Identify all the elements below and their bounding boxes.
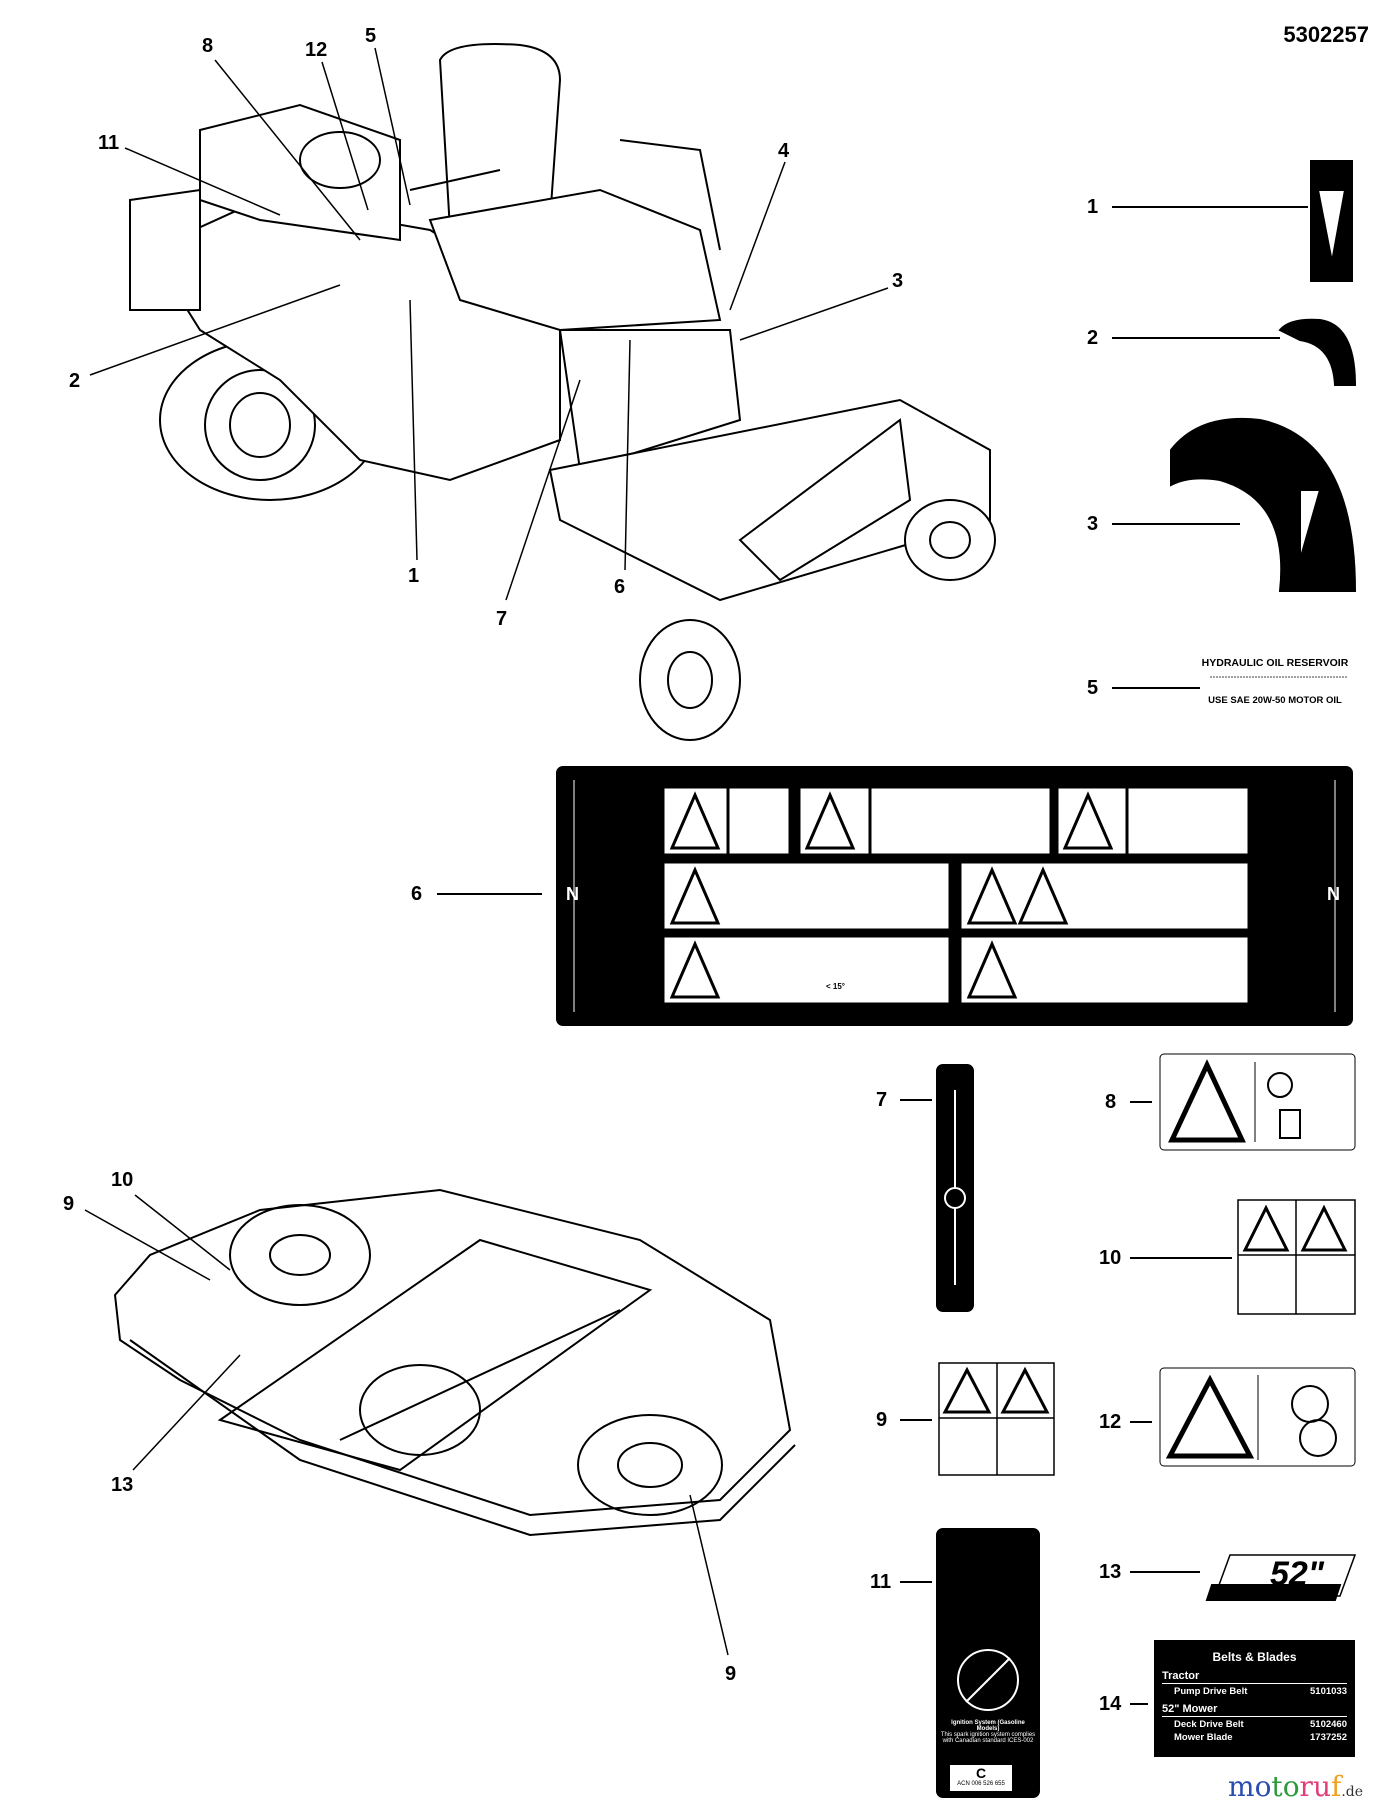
decal-12-belt-warning bbox=[1159, 1367, 1356, 1467]
callout-9-deck: 9 bbox=[725, 1663, 737, 1685]
callout-8: 8 bbox=[202, 35, 214, 57]
callout-9: 9 bbox=[63, 1193, 75, 1215]
decal-2-ignition bbox=[1278, 318, 1357, 386]
watermark-letter: o bbox=[1282, 1770, 1300, 1803]
callout-3: 3 bbox=[892, 270, 904, 292]
zero-turn-mower-drawing bbox=[129, 43, 996, 741]
watermark-tld: .de bbox=[1341, 1784, 1364, 1800]
decal-callout-7: 7 bbox=[876, 1089, 888, 1111]
watermark-name: motoruf bbox=[1228, 1770, 1341, 1803]
decal-14-row: Deck Drive Belt 5102460 bbox=[1174, 1719, 1347, 1730]
decal-14-row: Mower Blade 1737252 bbox=[1174, 1732, 1347, 1743]
decal-callout-11: 11 bbox=[870, 1571, 892, 1593]
decal-13-text: 52" bbox=[1270, 1555, 1324, 1593]
decal-9-deck-warning bbox=[938, 1362, 1055, 1476]
decal-11-acn-text: ACN 006 526 655 bbox=[957, 1781, 1005, 1787]
decal-1-throttle bbox=[1310, 160, 1353, 282]
watermark-letter: m bbox=[1228, 1770, 1255, 1803]
decal-callout-5: 5 bbox=[1087, 677, 1099, 699]
callout-10: 10 bbox=[111, 1169, 134, 1191]
decal-14-section: 52" Mower bbox=[1162, 1703, 1347, 1717]
callout-2: 2 bbox=[69, 370, 81, 392]
decal-callout-2: 2 bbox=[1087, 327, 1099, 349]
decal-14-belts-blades: Belts & Blades Tractor Pump Drive Belt 51… bbox=[1154, 1640, 1355, 1757]
decal-5-text: USE SAE 20W-50 MOTOR OIL bbox=[1208, 695, 1342, 706]
watermark-letter: r bbox=[1299, 1770, 1313, 1803]
decal-callout-8: 8 bbox=[1105, 1091, 1117, 1113]
callout-11: 11 bbox=[98, 132, 120, 154]
decal-7-park bbox=[936, 1064, 974, 1312]
decal-11-body: This spark ignition system complies with… bbox=[940, 1732, 1036, 1744]
decal-callout-13: 13 bbox=[1099, 1561, 1122, 1583]
callout-1: 1 bbox=[408, 565, 420, 587]
decal-6-safety bbox=[556, 766, 1353, 1026]
decal-callout-6: 6 bbox=[411, 883, 423, 905]
watermark-letter: f bbox=[1330, 1770, 1342, 1803]
decal-13-52in bbox=[1205, 1554, 1357, 1601]
watermark-logo: motoruf.de bbox=[1228, 1770, 1363, 1803]
decal-callout-3: 3 bbox=[1087, 513, 1099, 535]
part-number: 5101033 bbox=[1310, 1686, 1347, 1697]
decal-6-n-left: N bbox=[566, 884, 579, 904]
decal-3-height-arc bbox=[1170, 417, 1357, 592]
decal-5-title: HYDRAULIC OIL RESERVOIR bbox=[1201, 657, 1349, 669]
mower-deck-drawing bbox=[113, 1188, 796, 1537]
decal-callout-1: 1 bbox=[1087, 196, 1099, 218]
decal-14-row: Pump Drive Belt 5101033 bbox=[1174, 1686, 1347, 1697]
callout-7: 7 bbox=[496, 608, 508, 630]
decal-10-blade-warning bbox=[1237, 1199, 1356, 1315]
decal-8-fire-key bbox=[1159, 1053, 1356, 1151]
callout-12: 12 bbox=[305, 39, 328, 61]
callout-13: 13 bbox=[111, 1474, 134, 1496]
callout-4: 4 bbox=[778, 140, 790, 162]
watermark-letter: t bbox=[1271, 1770, 1283, 1803]
decal-callout-14: 14 bbox=[1099, 1693, 1122, 1715]
decal-14-title: Belts & Blades bbox=[1212, 1650, 1297, 1664]
watermark-letter: u bbox=[1312, 1770, 1331, 1803]
part-name: Mower Blade bbox=[1174, 1732, 1233, 1743]
watermark-letter: o bbox=[1254, 1770, 1272, 1803]
document-number: 5302257 bbox=[1283, 22, 1369, 47]
part-number: 5102460 bbox=[1310, 1719, 1347, 1730]
part-number: 1737252 bbox=[1310, 1732, 1347, 1743]
decal-11-title: Ignition System (Gasoline Models) bbox=[951, 1720, 1025, 1732]
decal-14-section: Tractor bbox=[1162, 1670, 1347, 1684]
decal-11-ignition bbox=[936, 1528, 1040, 1798]
part-name: Pump Drive Belt bbox=[1174, 1686, 1248, 1697]
decal-6-slope-note: < 15° bbox=[826, 982, 845, 991]
decal-callout-10: 10 bbox=[1099, 1247, 1122, 1269]
part-name: Deck Drive Belt bbox=[1174, 1719, 1244, 1730]
decal-callout-9: 9 bbox=[876, 1409, 888, 1431]
decal-6-n-right: N bbox=[1327, 884, 1340, 904]
decal-callout-12: 12 bbox=[1099, 1411, 1122, 1433]
decal-11-text: Ignition System (Gasoline Models) This s… bbox=[940, 1720, 1036, 1744]
callout-6: 6 bbox=[614, 576, 626, 598]
callout-5: 5 bbox=[365, 25, 377, 47]
